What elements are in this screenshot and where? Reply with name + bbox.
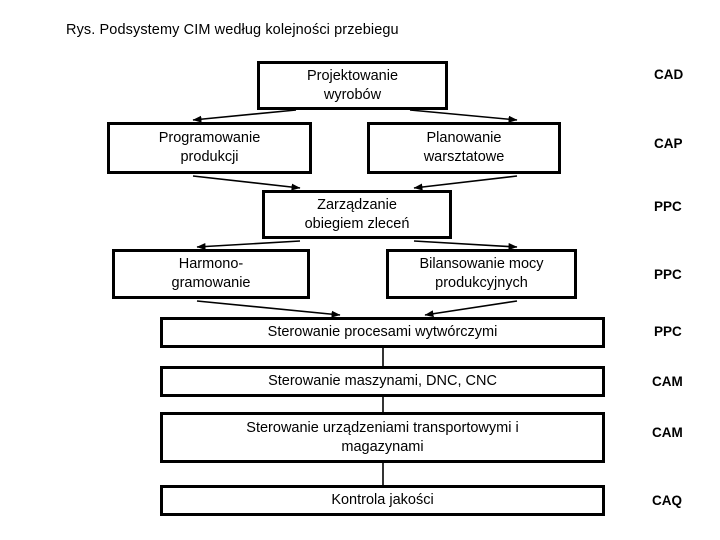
node-label: Sterowanie urządzeniami transportowymi i…: [246, 419, 518, 457]
side-label-cam-1: CAM: [652, 374, 683, 389]
node-kontrola-jakosci[interactable]: Kontrola jakości: [160, 485, 605, 516]
node-label-line: Kontrola jakości: [331, 492, 434, 509]
node-zarzadzanie[interactable]: Zarządzanie obiegiem zleceń: [262, 190, 452, 239]
node-label-line: Projektowanie: [306, 67, 399, 84]
connector-proj-to-plan: [409, 109, 518, 123]
node-programowanie[interactable]: Programowanie produkcji: [107, 122, 312, 174]
node-label-line: magazynami: [341, 438, 424, 455]
node-label-line: wyrobów: [323, 86, 382, 103]
connector-proj-to-prog: [192, 109, 297, 123]
node-label-line: Sterowanie procesami wytwórczymi: [267, 324, 498, 341]
node-planowanie[interactable]: Planowanie warsztatowe: [367, 122, 561, 174]
node-label: Projektowanie wyrobów: [307, 67, 398, 105]
node-label-line: produkcyjnych: [435, 275, 528, 291]
node-label: Sterowanie maszynami, DNC, CNC: [268, 372, 497, 391]
connector-prog-to-zarz: [192, 175, 301, 191]
node-sterowanie-maszynami[interactable]: Sterowanie maszynami, DNC, CNC: [160, 366, 605, 397]
node-label: Kontrola jakości: [331, 491, 433, 510]
node-harmonogramowanie[interactable]: Harmono-gramowanie: [112, 249, 310, 299]
node-sterowanie-procesami[interactable]: Sterowanie procesami wytwórczymi: [160, 317, 605, 348]
node-projektowanie[interactable]: Projektowanie wyrobów: [257, 61, 448, 110]
side-label-ppc-3: PPC: [654, 324, 682, 339]
node-label: Zarządzanie obiegiem zleceń: [305, 196, 410, 234]
node-sterowanie-transportem[interactable]: Sterowanie urządzeniami transportowymi i…: [160, 412, 605, 463]
node-label: Sterowanie procesami wytwórczymi: [268, 323, 498, 342]
connector-zarz-to-bil: [413, 240, 518, 250]
node-label-line: Programowanie: [158, 130, 261, 147]
side-label-cad: CAD: [654, 67, 684, 82]
node-label-line: Zarządzanie: [317, 196, 397, 213]
node-bilansowanie[interactable]: Bilansowanie mocy produkcyjnych: [386, 249, 577, 299]
node-label-line: gramowanie: [171, 275, 251, 291]
node-label-line: Sterowanie maszynami, DNC, CNC: [268, 373, 497, 390]
node-label: Bilansowanie mocy produkcyjnych: [419, 255, 543, 293]
side-label-ppc-1: PPC: [654, 199, 682, 214]
node-label: Programowanie produkcji: [159, 129, 261, 167]
node-label-line: produkcji: [180, 149, 239, 165]
connector-bil-to-proc: [424, 300, 518, 318]
connector-plan-to-zarz: [413, 175, 518, 191]
node-label-line: Sterowanie urządzeniami transportowymi i: [246, 419, 519, 436]
node-label-line: Harmono-: [178, 256, 244, 273]
side-label-cap: CAP: [654, 136, 683, 151]
node-label-line: Planowanie: [426, 130, 502, 147]
node-label-line: Bilansowanie mocy: [419, 256, 544, 273]
node-label-line: warsztatowe: [423, 149, 505, 165]
node-label: Harmono-gramowanie: [172, 255, 251, 293]
connector-harm-to-proc: [196, 300, 341, 318]
node-label-line: obiegiem zleceń: [304, 215, 410, 232]
side-label-cam-2: CAM: [652, 425, 683, 440]
connector-zarz-to-harm: [196, 240, 301, 250]
side-label-ppc-2: PPC: [654, 267, 682, 282]
side-label-caq: CAQ: [652, 493, 682, 508]
node-label: Planowanie warsztatowe: [424, 129, 505, 167]
figure-title: Rys. Podsystemy CIM według kolejności pr…: [66, 22, 399, 38]
